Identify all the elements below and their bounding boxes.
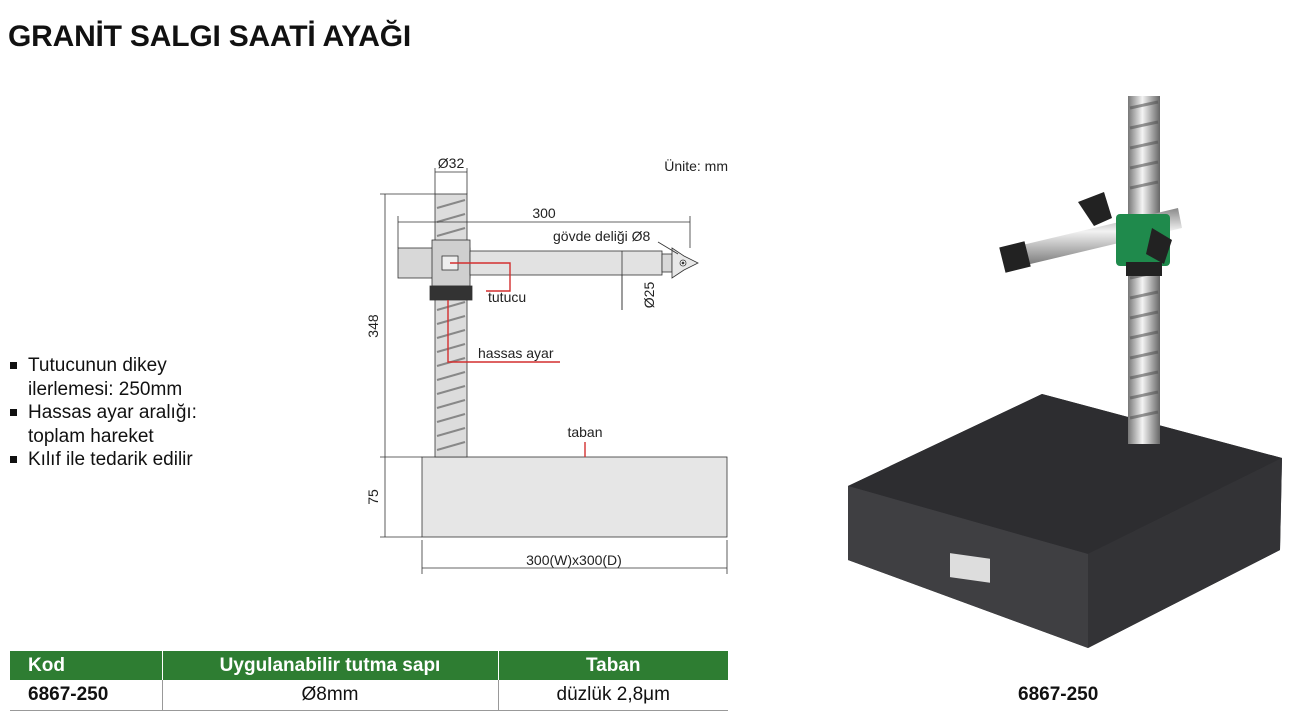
col-header-code: Kod bbox=[10, 651, 162, 680]
col-header-holder: Uygulanabilir tutma sapı bbox=[161, 651, 498, 680]
fine-adjust-callout bbox=[447, 300, 560, 363]
photo-product-code: 6867-250 bbox=[1018, 684, 1099, 705]
dim-base-size: 300(W)x300(D) bbox=[526, 552, 622, 568]
dim-height: 348 bbox=[365, 314, 381, 338]
product-photo bbox=[848, 96, 1282, 648]
dim-arm-length: 300 bbox=[532, 205, 556, 221]
base-block bbox=[421, 456, 728, 538]
holder-callout bbox=[450, 262, 511, 292]
label-holder: tutucu bbox=[488, 289, 526, 305]
clamp-knob-icon bbox=[1078, 192, 1112, 226]
table-header-row: Kod Uygulanabilir tutma sapı Taban bbox=[10, 651, 728, 680]
table-row: 6867-250 Ø8mm düzlük 2,8μm bbox=[10, 680, 728, 711]
cell-holder: Ø8mm bbox=[161, 680, 498, 711]
cell-base: düzlük 2,8μm bbox=[497, 680, 728, 711]
page-title: GRANİT SALGI SAATİ AYAĞI bbox=[8, 20, 412, 53]
col-header-base: Taban bbox=[497, 651, 728, 680]
spec-table: Kod Uygulanabilir tutma sapı Taban 6867-… bbox=[10, 651, 728, 711]
feature-item: Tutucunun dikey ilerlemesi: 250mm bbox=[8, 354, 248, 401]
feature-item: Hassas ayar aralığı: toplam hareket bbox=[8, 401, 248, 448]
cell-code: 6867-250 bbox=[10, 680, 162, 711]
dim-rod-diameter: Ø32 bbox=[438, 155, 465, 171]
unit-label: Ünite: mm bbox=[664, 157, 728, 174]
feature-list: Tutucunun dikey ilerlemesi: 250mm Hassas… bbox=[8, 354, 248, 472]
feature-item: Kılıf ile tedarik edilir bbox=[8, 448, 248, 472]
dim-body-hole: gövde deliği Ø8 bbox=[553, 228, 651, 244]
column-rod bbox=[434, 193, 468, 458]
fine-adjust-knob bbox=[429, 285, 473, 301]
label-base: taban bbox=[567, 424, 602, 440]
technical-drawing: Ø32 300 gövde deliği Ø8 Ø25 348 75 300(W… bbox=[365, 155, 728, 574]
brand-plate bbox=[950, 553, 990, 583]
dim-base-height: 75 bbox=[365, 489, 381, 505]
dim-arm-diameter: Ø25 bbox=[641, 282, 657, 309]
label-fine-adjust: hassas ayar bbox=[478, 345, 554, 361]
